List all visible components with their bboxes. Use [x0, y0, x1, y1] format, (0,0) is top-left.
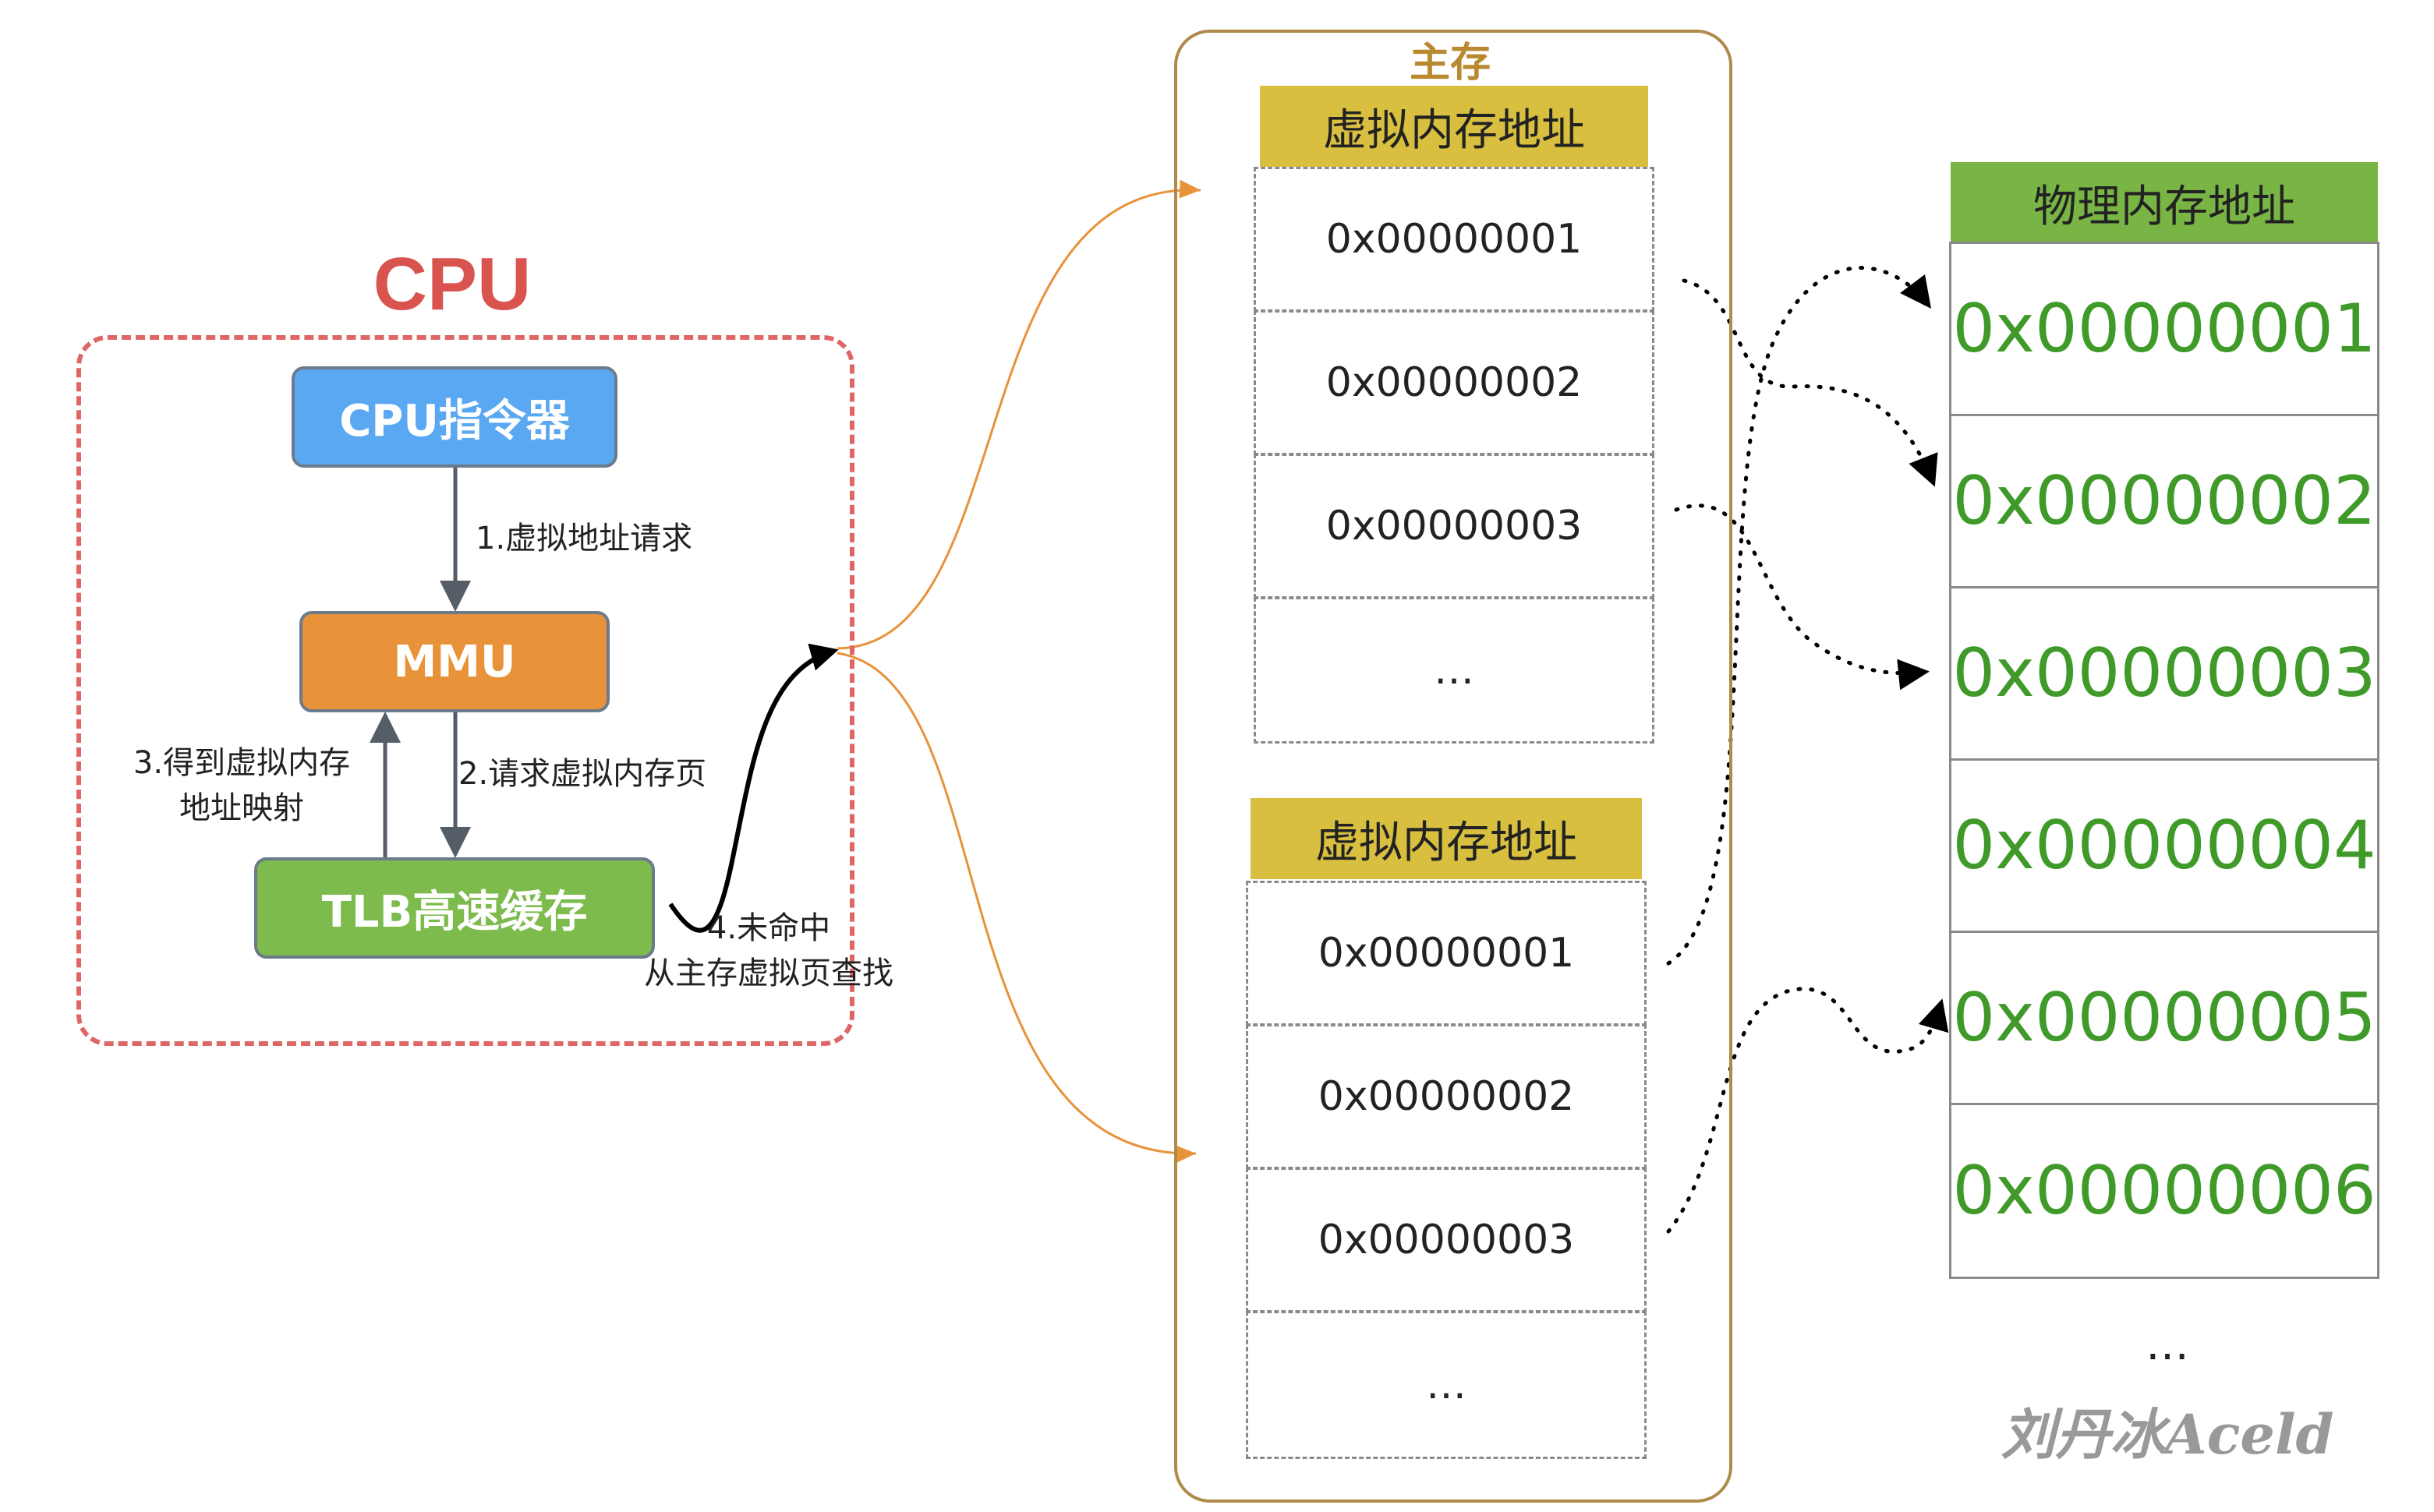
step-2-label: 2.请求虚拟内存页 [458, 756, 707, 792]
physical-memory-cell: 0x00000006 [1949, 1103, 2379, 1279]
step-3-label: 3.得到虚拟内存 地址映射 [109, 740, 374, 831]
virtual-table-1-cell: 0x00000002 [1254, 310, 1654, 455]
virtual-table-2-cell: 0x00000003 [1246, 1168, 1647, 1312]
cpu-instruction-unit: CPU指令器 [292, 366, 617, 468]
arrow-to-virtual-table-1 [837, 179, 1201, 650]
virtual-table-2-cell: 0x00000001 [1246, 881, 1647, 1026]
step-1-label: 1.虚拟地址请求 [476, 521, 693, 556]
arrow-miss-lookup [668, 643, 839, 933]
physical-memory-cell: 0x00000005 [1949, 931, 2379, 1105]
map-t1-1-to-p2 [1682, 278, 1938, 487]
map-t1-3-to-p3 [1674, 503, 1930, 691]
map-t2-1-to-p1 [1666, 266, 1932, 966]
cpu-boundary [76, 335, 854, 1046]
step-3-line-2: 地址映射 [179, 790, 304, 826]
virtual-table-2-cell: 0x00000002 [1246, 1024, 1647, 1169]
cpu-title: CPU [373, 242, 532, 326]
virtual-table-1-cell: 0x00000003 [1254, 454, 1654, 599]
virtual-table-2-header: 虚拟内存地址 [1251, 798, 1642, 879]
step-4-line-2: 从主存虚拟页查找 [644, 956, 893, 991]
virtual-table-1-header: 虚拟内存地址 [1260, 86, 1648, 167]
virtual-table-2-cell: … [1246, 1311, 1647, 1459]
main-memory-frame [1174, 30, 1732, 1503]
physical-memory-cell: 0x00000001 [1949, 242, 2379, 416]
virtual-table-1-cell: … [1254, 597, 1654, 744]
physical-memory-cell: 0x00000002 [1949, 414, 2379, 588]
step-4-line-1: 4.未命中 [706, 910, 831, 946]
main-memory-title: 主存 [1409, 39, 1491, 87]
step-4-label: 4.未命中 从主存虚拟页查找 [628, 906, 909, 996]
physical-memory-more: … [2146, 1319, 2189, 1370]
physical-memory-cell: 0x00000003 [1949, 586, 2379, 761]
step-3-line-1: 3.得到虚拟内存 [133, 745, 351, 781]
tlb-cache-node: TLB高速缓存 [254, 857, 655, 959]
mmu-node: MMU [299, 611, 610, 712]
arrow-to-virtual-table-2 [837, 652, 1197, 1164]
physical-memory-header: 物理内存地址 [1951, 162, 2378, 243]
physical-memory-cell: 0x00000004 [1949, 758, 2379, 933]
virtual-table-1-cell: 0x00000001 [1254, 167, 1654, 312]
author-watermark: 刘丹冰Aceld [2001, 1401, 2334, 1467]
